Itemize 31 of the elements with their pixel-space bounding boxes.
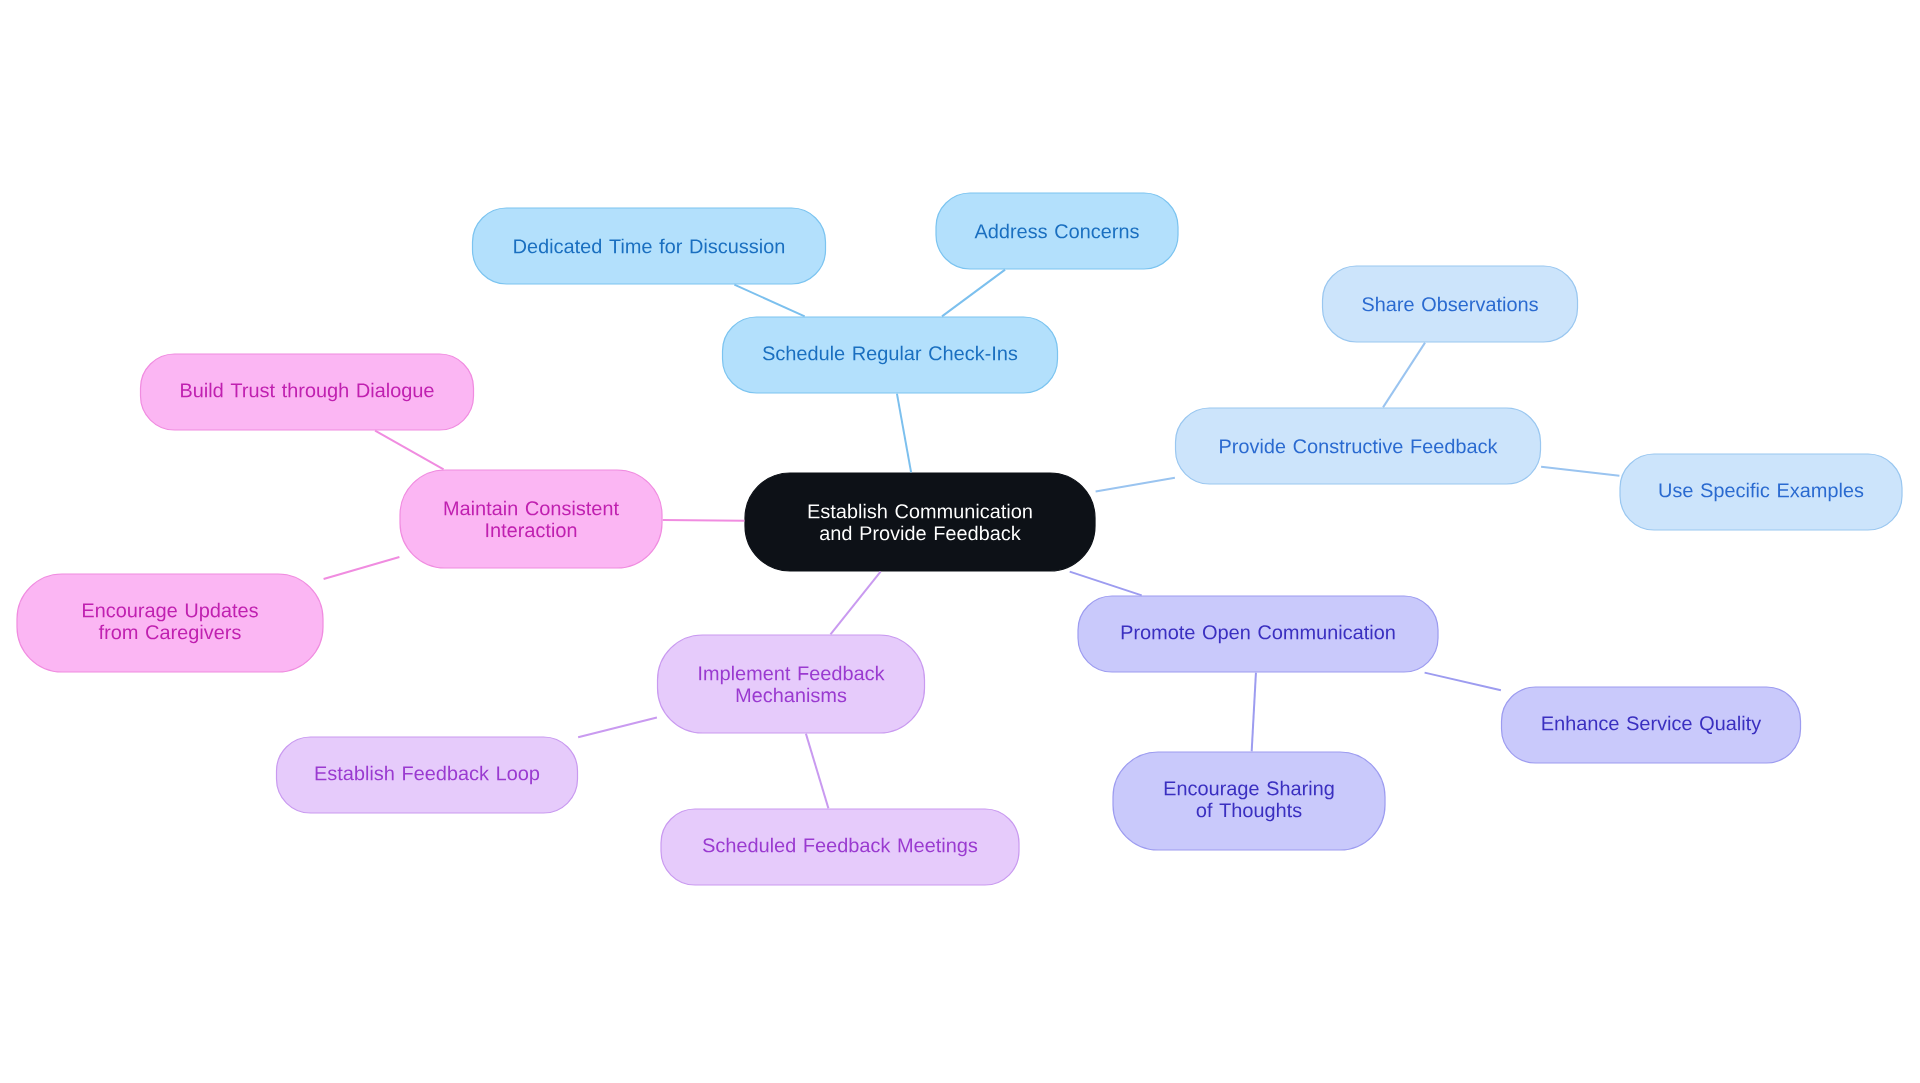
connector-line — [1540, 465, 1621, 477]
topic-box: Scheduled Feedback Meetings — [660, 808, 1020, 886]
topic-box: Encourage Updates from Caregivers — [16, 573, 324, 673]
connector-line — [322, 555, 401, 580]
connector-line — [1250, 671, 1257, 753]
topic-box: Build Trust through Dialogue — [139, 353, 475, 431]
topic-box: Promote Open Communication — [1077, 595, 1439, 673]
connector-line — [941, 268, 1007, 318]
connector-line — [1423, 671, 1502, 692]
connector-line — [804, 732, 830, 810]
connector-line — [733, 283, 806, 318]
connector-line — [374, 429, 445, 471]
connector-line — [577, 716, 658, 739]
topic-box: Dedicated Time for Discussion — [471, 207, 827, 285]
connector-line — [1068, 570, 1143, 597]
connector-line — [661, 519, 746, 522]
central-topic-box: Establish Communication and Provide Feedback — [744, 472, 1096, 572]
topic-box: Enhance Service Quality — [1500, 686, 1802, 764]
topic-box: Provide Constructive Feedback — [1174, 407, 1542, 485]
topic-box: Use Specific Examples — [1619, 453, 1903, 531]
connector-line — [1382, 341, 1427, 409]
connector-line — [1094, 476, 1176, 493]
topic-box: Encourage Sharing of Thoughts — [1112, 751, 1386, 851]
topic-box: Address Concerns — [935, 192, 1179, 270]
topic-box: Share Observations — [1321, 265, 1579, 343]
topic-box: Establish Feedback Loop — [275, 736, 579, 814]
topic-box: Maintain Consistent Interaction — [399, 469, 663, 569]
connector-line — [829, 570, 882, 636]
connector-line — [895, 392, 913, 474]
topic-box: Implement Feedback Mechanisms — [656, 634, 926, 734]
topic-box: Schedule Regular Check-Ins — [721, 316, 1059, 394]
